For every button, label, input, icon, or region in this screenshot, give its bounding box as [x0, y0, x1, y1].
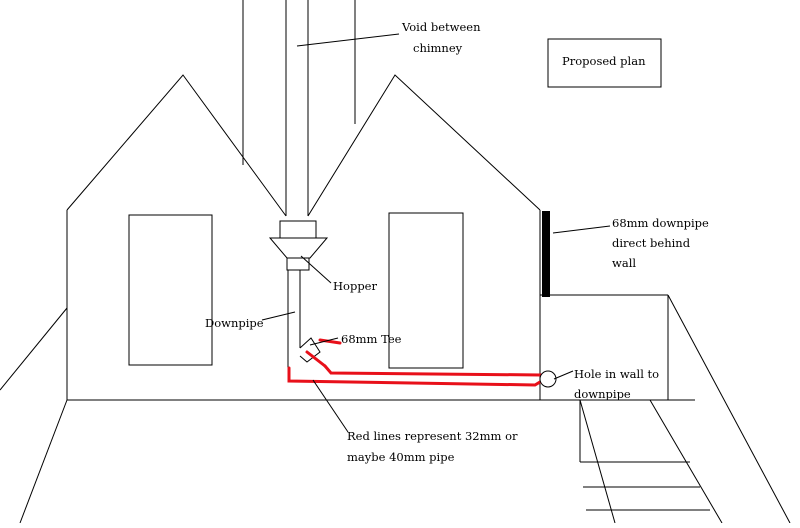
left-window	[128, 214, 213, 366]
proposed-plan-box	[547, 38, 662, 88]
left-gable	[66, 74, 287, 400]
label-downpipe: Downpipe	[205, 316, 264, 330]
label-red-line2: maybe 40mm pipe	[347, 450, 455, 464]
label-red-line1: Red lines represent 32mm or	[347, 429, 518, 443]
right-window	[388, 212, 464, 369]
steps	[579, 399, 723, 524]
chimney	[242, 0, 356, 216]
label-proposed-plan: Proposed plan	[562, 54, 646, 68]
extension	[540, 294, 791, 524]
downpipe	[287, 270, 321, 370]
ground-lines	[0, 307, 695, 524]
hopper	[268, 220, 329, 271]
external-downpipe	[542, 211, 550, 297]
label-tee: 68mm Tee	[341, 332, 402, 346]
label-downpipe68-line1: 68mm downpipe	[612, 216, 709, 230]
label-downpipe68-line2: direct behind	[612, 236, 691, 250]
label-void-line1: Void between	[401, 20, 481, 34]
right-gable	[307, 74, 541, 400]
leader-lines	[261, 33, 611, 433]
label-downpipe68-line3: wall	[612, 256, 636, 270]
label-hole-line1: Hole in wall to	[574, 367, 659, 381]
label-hopper: Hopper	[333, 279, 377, 293]
red-pipes	[287, 338, 547, 387]
hole-in-wall-icon	[539, 370, 557, 388]
label-hole-line2: downpipe	[574, 387, 631, 401]
label-void-line2: chimney	[413, 41, 463, 55]
